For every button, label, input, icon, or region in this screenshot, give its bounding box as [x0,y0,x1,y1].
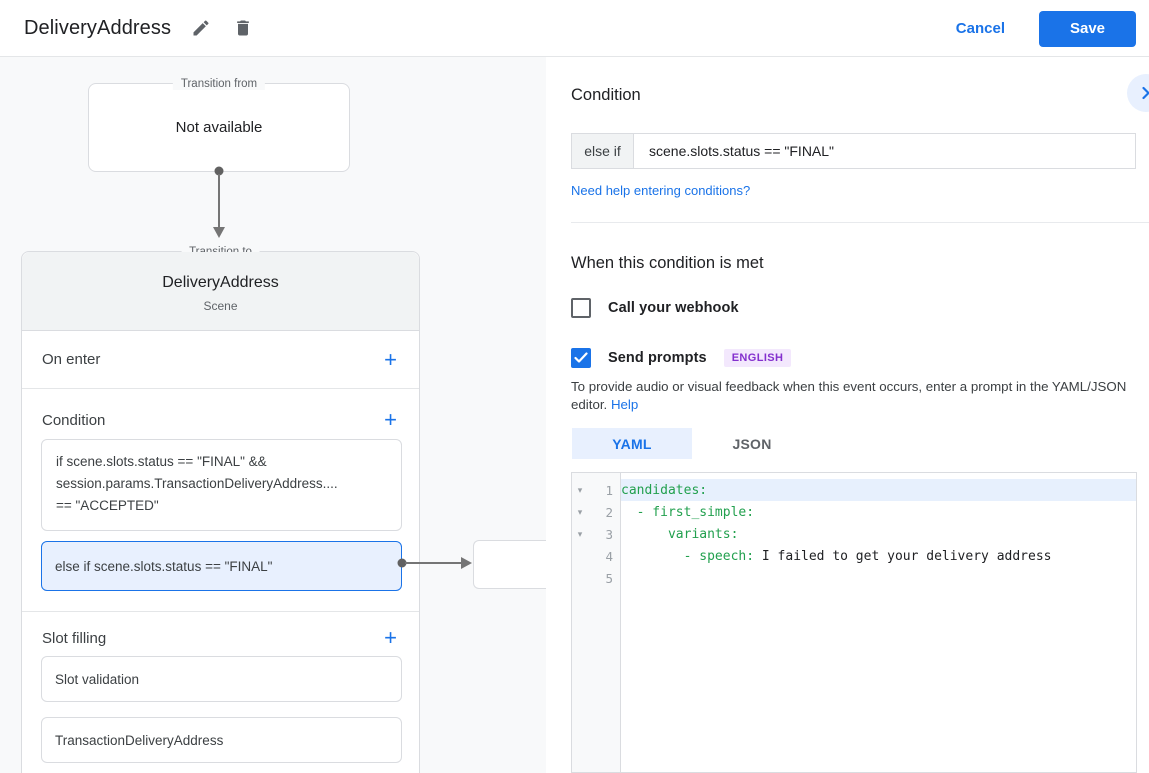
panel-heading: Condition [571,86,641,104]
prompt-description: To provide audio or visual feedback when… [571,378,1139,413]
line-number: 1 [605,482,613,498]
add-condition-button[interactable]: + [384,407,397,432]
gutter-row: ▾ 1 [572,479,620,501]
condition-line: session.params.TransactionDeliveryAddres… [56,476,338,491]
slot-filling-section-header: Slot filling + [22,622,419,654]
code-line-highlighted[interactable]: candidates: [621,479,1136,501]
send-prompts-checkbox[interactable] [571,348,591,368]
condition-line: if scene.slots.status == "FINAL" && [56,454,267,469]
yaml-code-editor[interactable]: ▾ 1 ▾ 2 ▾ 3 4 5 candidates: [571,472,1137,773]
tab-json[interactable]: JSON [732,435,772,452]
fold-toggle-icon[interactable]: ▾ [577,506,583,517]
condition-expression-row: else if [571,133,1136,169]
call-webhook-row: Call your webhook [571,298,739,318]
slot-item-validation[interactable]: Slot validation [41,656,402,702]
on-enter-label: On enter [42,351,101,368]
condition-help-link[interactable]: Need help entering conditions? [571,183,751,198]
panel-divider [571,222,1149,223]
send-prompts-label: Send prompts [608,350,707,366]
scene-flow-panel: Transition from Not available Transition… [0,57,546,773]
condition-section-label: Condition [42,411,106,429]
line-number: 4 [605,548,613,564]
checkmark-icon [574,352,588,363]
scene-name: DeliveryAddress [162,274,279,291]
call-webhook-label: Call your webhook [608,300,739,316]
add-on-enter-button[interactable]: + [384,346,397,372]
slot-filling-label: Slot filling [42,629,107,647]
on-enter-section[interactable]: On enter + [22,331,419,389]
transition-from-label: Transition from [172,78,266,90]
condition-prefix-label: else if [572,134,634,168]
help-link[interactable]: Help [610,396,639,412]
send-prompts-row: Send prompts ENGLISH [571,348,792,368]
editor-format-tabs: YAML JSON [572,428,812,459]
line-number: 2 [605,504,613,520]
prompt-description-text: To provide audio or visual feedback when… [571,379,1127,412]
line-number: 3 [605,526,613,542]
section-divider [22,611,419,612]
scene-card-header: DeliveryAddress Scene [22,252,419,331]
when-condition-met-heading: When this condition is met [571,254,764,272]
scene-card: Transition to DeliveryAddress Scene On e… [21,246,420,773]
cancel-button[interactable]: Cancel [955,20,1005,37]
save-button[interactable]: Save [1039,10,1136,47]
code-line[interactable]: - speech: I failed to get your delivery … [621,545,1136,567]
condition-line: == "ACCEPTED" [56,498,159,513]
editor-code-area[interactable]: candidates: - first_simple: variants: - … [621,473,1136,772]
line-number: 5 [605,570,613,586]
gutter-row: ▾ 2 [572,501,620,523]
yaml-key: - first_simple: [621,504,755,520]
yaml-key: variants: [621,526,739,542]
gutter-row: ▾ 3 [572,523,620,545]
condition-item-elseif-selected[interactable]: else if scene.slots.status == "FINAL" [41,541,402,591]
fold-toggle-icon[interactable]: ▾ [577,528,583,539]
delete-scene-button[interactable] [231,16,255,40]
editor-gutter: ▾ 1 ▾ 2 ▾ 3 4 5 [572,473,621,772]
code-line[interactable]: - first_simple: [621,501,1136,523]
code-line[interactable]: variants: [621,523,1136,545]
trash-icon [237,20,249,36]
yaml-key: candidates: [621,482,708,498]
fold-toggle-icon[interactable]: ▾ [577,484,583,495]
top-bar: DeliveryAddress Cancel Save [0,0,1149,57]
call-webhook-checkbox[interactable] [571,298,591,318]
chevron-right-icon [1142,86,1149,100]
language-badge: ENGLISH [723,349,792,367]
pencil-icon [193,20,209,36]
yaml-key: - speech: [621,548,755,564]
yaml-value: I failed to get your delivery address [754,548,1052,564]
edit-title-button[interactable] [189,16,213,40]
tab-yaml[interactable]: YAML [572,428,692,459]
condition-editor-panel: Condition else if Need help entering con… [546,57,1149,773]
gutter-row: 4 [572,545,620,567]
code-line[interactable] [621,567,1136,589]
transition-from-value: Not available [175,119,263,136]
transition-target-box[interactable] [473,540,546,589]
transition-from-box: Transition from Not available [88,78,350,172]
page-title: DeliveryAddress [24,16,172,39]
condition-item-if[interactable]: if scene.slots.status == "FINAL" && sess… [41,439,402,531]
condition-section-header: Condition + [22,404,419,436]
add-slot-button[interactable]: + [384,625,397,650]
scene-type-label: Scene [203,299,238,313]
collapse-panel-button[interactable] [1127,74,1149,112]
slot-item-transaction-delivery-address[interactable]: TransactionDeliveryAddress [41,717,402,763]
gutter-row: 5 [572,567,620,589]
condition-expression-input[interactable] [634,134,1135,168]
